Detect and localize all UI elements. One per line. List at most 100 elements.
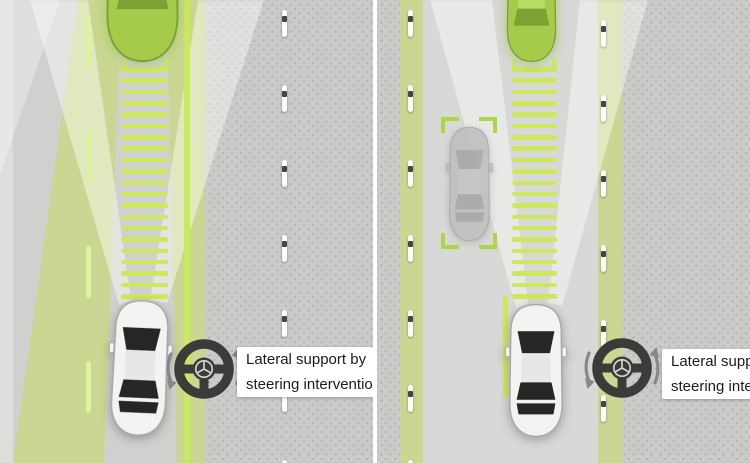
adjacent-vehicle-detected [446,125,493,243]
delineator-post-icon [601,320,606,347]
bracket-corner-icon [479,117,497,133]
distance-rung [120,157,168,163]
car-top-view [106,0,179,63]
steering-wheel-rotation-icon [584,338,660,398]
distance-rung [511,146,557,151]
car-top-view [506,0,557,62]
distance-rung [120,135,168,140]
road-edge-band-left [400,0,423,463]
distance-rung [511,294,557,299]
caption-left: Lateral support by steering intervention [237,347,373,397]
panel-lane-keeping-right: Lateral support by steering intervention [377,0,750,463]
delineator-post-icon [601,20,606,47]
delineator-post-icon [601,245,606,272]
caption-line: steering intervention [246,376,373,393]
caption-line: Lateral support by [671,353,750,370]
distance-rung [120,169,168,174]
delineator-post-icon [282,310,287,337]
distance-rung [511,271,557,276]
delineator-post-icon [408,85,413,112]
distance-rung [511,259,557,265]
distance-rung [120,282,168,288]
vehicle-ahead [101,0,184,65]
distance-rung-tick [511,59,516,72]
distance-rung [511,237,557,242]
delineator-post-icon [408,235,413,262]
distance-rung [511,78,557,83]
distance-rung [120,146,168,151]
lane-dash [86,246,91,298]
steering-wheel-icon [580,326,664,410]
delineator-post-icon [408,385,413,412]
delineator-post-icon [408,10,413,37]
distance-rung [511,214,557,220]
panel-divider [373,0,377,463]
distance-rung-tick [552,59,557,72]
distance-rung [511,282,557,288]
distance-rung [511,123,557,129]
distance-rung [120,248,168,254]
delineator-post-icon [282,160,287,187]
distance-rung [120,123,168,129]
delineator-post-icon [601,170,606,197]
delineator-post-icon [408,310,413,337]
caption-line: steering intervention [671,378,750,395]
distance-rung [120,180,168,185]
delineator-post-icon [408,160,413,187]
distance-rung [511,101,557,106]
car-top-view [446,126,493,242]
bracket-corner-icon [441,117,459,133]
distance-rung [120,191,168,197]
car-top-view [108,300,173,436]
delineator-post-icon [282,460,287,463]
ego-vehicle [105,297,175,440]
distance-rung [120,214,168,220]
distance-rung [511,203,557,208]
distance-rung [511,191,557,197]
caption-line: Lateral support by [246,351,367,368]
steering-wheel-icon [162,327,246,411]
distance-rung [120,101,168,106]
delineator-post-icon [408,460,413,463]
delineator-post-icon [282,235,287,262]
delineator-post-icon [282,10,287,37]
distance-rung [120,237,168,242]
distance-rung [511,67,557,72]
panel-lane-keeping-left: Lateral support by steering intervention [0,0,373,463]
distance-rung [511,157,557,163]
distance-rung [511,248,557,254]
distance-rung [120,271,168,276]
distance-rung [120,89,168,95]
bracket-corner-icon [479,233,497,249]
distance-rung [511,225,557,231]
distance-rung [120,78,168,83]
road-edge-highlight [0,0,13,463]
distance-rung [511,180,557,185]
lane-dash [86,16,91,68]
distance-rung [120,259,168,265]
ego-vehicle [505,302,567,439]
distance-rung [511,169,557,174]
distance-rung [120,203,168,208]
vehicle-ahead [503,0,560,64]
car-top-view [505,304,567,437]
vehicle-detection-brackets-icon [441,117,497,249]
bracket-corner-icon [441,233,459,249]
steering-wheel-rotation-icon [166,339,242,399]
lane-dash [86,131,91,183]
distance-rung [120,112,168,117]
distance-rung [120,225,168,231]
distance-rung-tick [120,59,125,72]
distance-rung [120,67,168,72]
caption-right: Lateral support by steering intervention [662,349,750,399]
distance-rung [511,89,557,95]
distance-rung [120,294,168,299]
distance-rung [511,112,557,117]
lane-dash [86,361,91,413]
distance-rung-tick [163,59,168,72]
lane-line-solid [184,0,190,463]
distance-rung [511,135,557,140]
delineator-post-icon [601,395,606,422]
lane-line-segment [503,296,508,398]
